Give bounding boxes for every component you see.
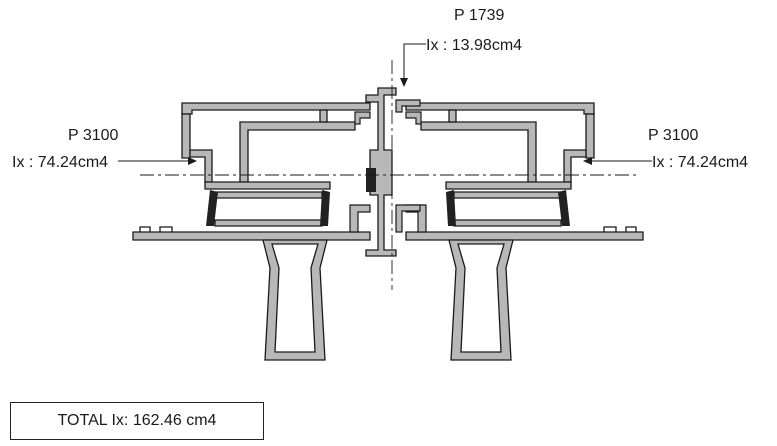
right-ix-label: Ix : 74.24cm4	[652, 154, 748, 171]
total-ix-text: TOTAL Ix: 162.46 cm4	[57, 412, 217, 429]
left-ix-label: Ix : 74.24cm4	[12, 154, 108, 171]
center-leader	[403, 43, 426, 86]
center-profile	[365, 87, 397, 257]
total-ix-box: TOTAL Ix: 162.46 cm4	[10, 402, 264, 440]
center-profile-label: P 1739	[454, 7, 505, 24]
center-ix-label: Ix : 13.98cm4	[426, 37, 522, 54]
right-profile-label: P 3100	[648, 127, 699, 144]
left-profile-label: P 3100	[68, 127, 119, 144]
